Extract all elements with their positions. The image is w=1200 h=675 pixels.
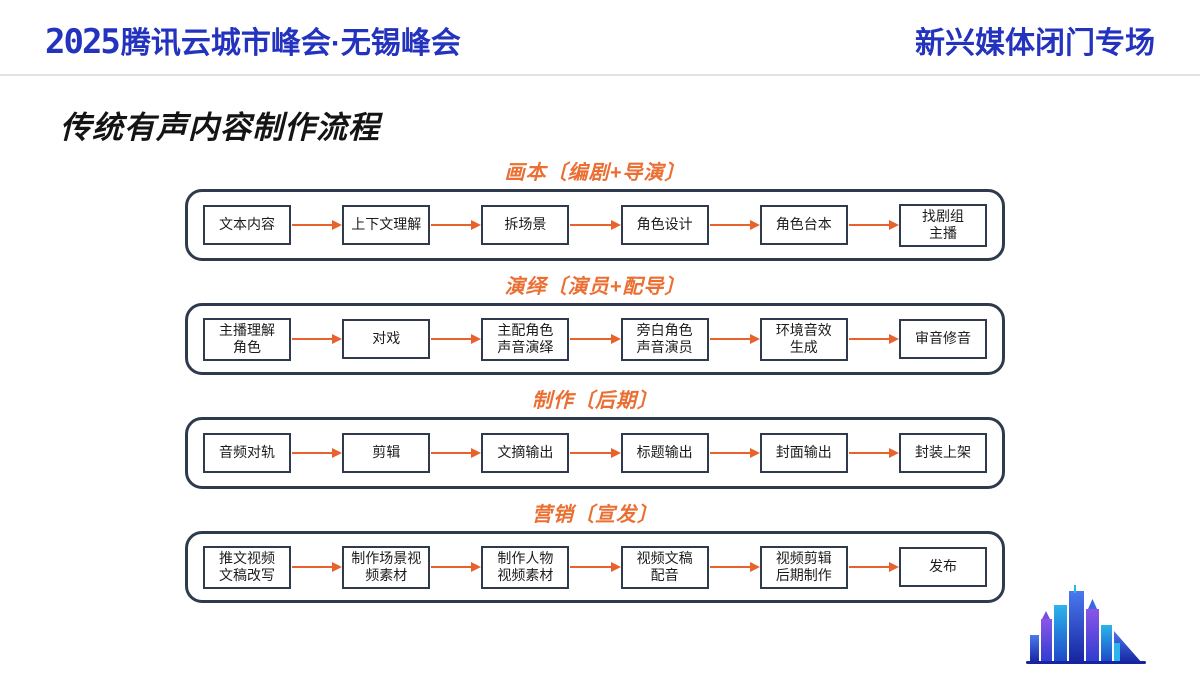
flow-step: 封装上架: [899, 433, 988, 473]
flow-step: 封面输出: [759, 433, 848, 473]
event-session: 新兴媒体闭门专场: [915, 27, 1155, 60]
arrow-right-icon: [709, 334, 761, 344]
flow-group-title-storyboard: 画本〔编剧+导演〕: [504, 162, 686, 184]
slide-header: 2025 腾讯云城市峰会·无锡峰会 新兴媒体闭门专场: [0, 0, 1200, 76]
flow-step: 视频文稿 配音: [620, 545, 709, 589]
flow-step: 制作场景视 频素材: [342, 545, 431, 589]
flow-step: 标题输出: [620, 433, 709, 473]
arrow-right-icon: [848, 562, 900, 572]
arrow-right-icon: [431, 220, 482, 230]
flow-step: 音频对轨: [203, 433, 291, 473]
arrow-right-icon: [292, 562, 343, 572]
flow-step: 制作人物 视频素材: [481, 545, 570, 589]
arrow-right-icon: [570, 562, 621, 572]
arrow-right-icon: [431, 334, 482, 344]
arrow-right-icon: [292, 220, 343, 230]
arrow-right-icon: [570, 220, 621, 230]
flow-step: 找剧组 主播: [899, 203, 988, 247]
arrow-right-icon: [709, 220, 761, 230]
arrow-right-icon: [709, 562, 761, 572]
flow-step: 对戏: [342, 319, 431, 359]
arrow-right-icon: [292, 448, 343, 458]
arrow-right-icon: [292, 334, 343, 344]
event-year: 2025: [45, 22, 121, 62]
flow-step: 剪辑: [342, 433, 431, 473]
event-name: 腾讯云城市峰会·无锡峰会: [120, 27, 461, 60]
flow-step: 审音修音: [899, 319, 988, 359]
flow-step: 旁白角色 声音演员: [620, 317, 709, 361]
page-title: 传统有声内容制作流程: [60, 110, 380, 145]
flow-step: 发布: [899, 547, 988, 587]
arrow-right-icon: [431, 448, 482, 458]
flow-step: 角色台本: [759, 205, 848, 245]
flow-step: 拆场景: [481, 205, 570, 245]
flow-step: 主播理解 角色: [203, 317, 291, 361]
flow-step: 文本内容: [203, 205, 291, 245]
arrow-right-icon: [570, 448, 621, 458]
arrow-right-icon: [848, 448, 900, 458]
flow-step: 文摘输出: [481, 433, 570, 473]
city-skyline-graphic: [1026, 585, 1146, 664]
flow-group-performance: 主播理解 角色 对戏 主配角色 声音演绎 旁白角色 声音演员 环境音效 生成 审…: [185, 303, 1005, 375]
flow-step: 上下文理解: [342, 205, 431, 245]
flow-group-title-performance: 演绎〔演员+配导〕: [504, 276, 686, 298]
flow-group-production: 音频对轨 剪辑 文摘输出 标题输出 封面输出 封装上架: [185, 417, 1005, 489]
flow-step: 角色设计: [620, 205, 709, 245]
flow-step: 视频剪辑 后期制作: [759, 545, 848, 589]
arrow-right-icon: [848, 334, 900, 344]
flow-diagram: 画本〔编剧+导演〕 文本内容 上下文理解 拆场景 角色设计 角色台本 找剧组 主…: [0, 156, 1200, 603]
flow-group-title-marketing: 营销〔宣发〕: [532, 504, 658, 526]
flow-step: 主配角色 声音演绎: [481, 317, 570, 361]
flow-group-title-production: 制作〔后期〕: [532, 390, 658, 412]
flow-step: 推文视频 文稿改写: [203, 545, 291, 589]
flow-group-storyboard: 文本内容 上下文理解 拆场景 角色设计 角色台本 找剧组 主播: [185, 189, 1005, 261]
flow-step: 环境音效 生成: [759, 317, 848, 361]
flow-group-marketing: 推文视频 文稿改写 制作场景视 频素材 制作人物 视频素材 视频文稿 配音 视频…: [185, 531, 1005, 603]
arrow-right-icon: [848, 220, 900, 230]
arrow-right-icon: [570, 334, 621, 344]
arrow-right-icon: [431, 562, 482, 572]
event-title: 2025 腾讯云城市峰会·无锡峰会: [45, 18, 461, 62]
arrow-right-icon: [709, 448, 761, 458]
